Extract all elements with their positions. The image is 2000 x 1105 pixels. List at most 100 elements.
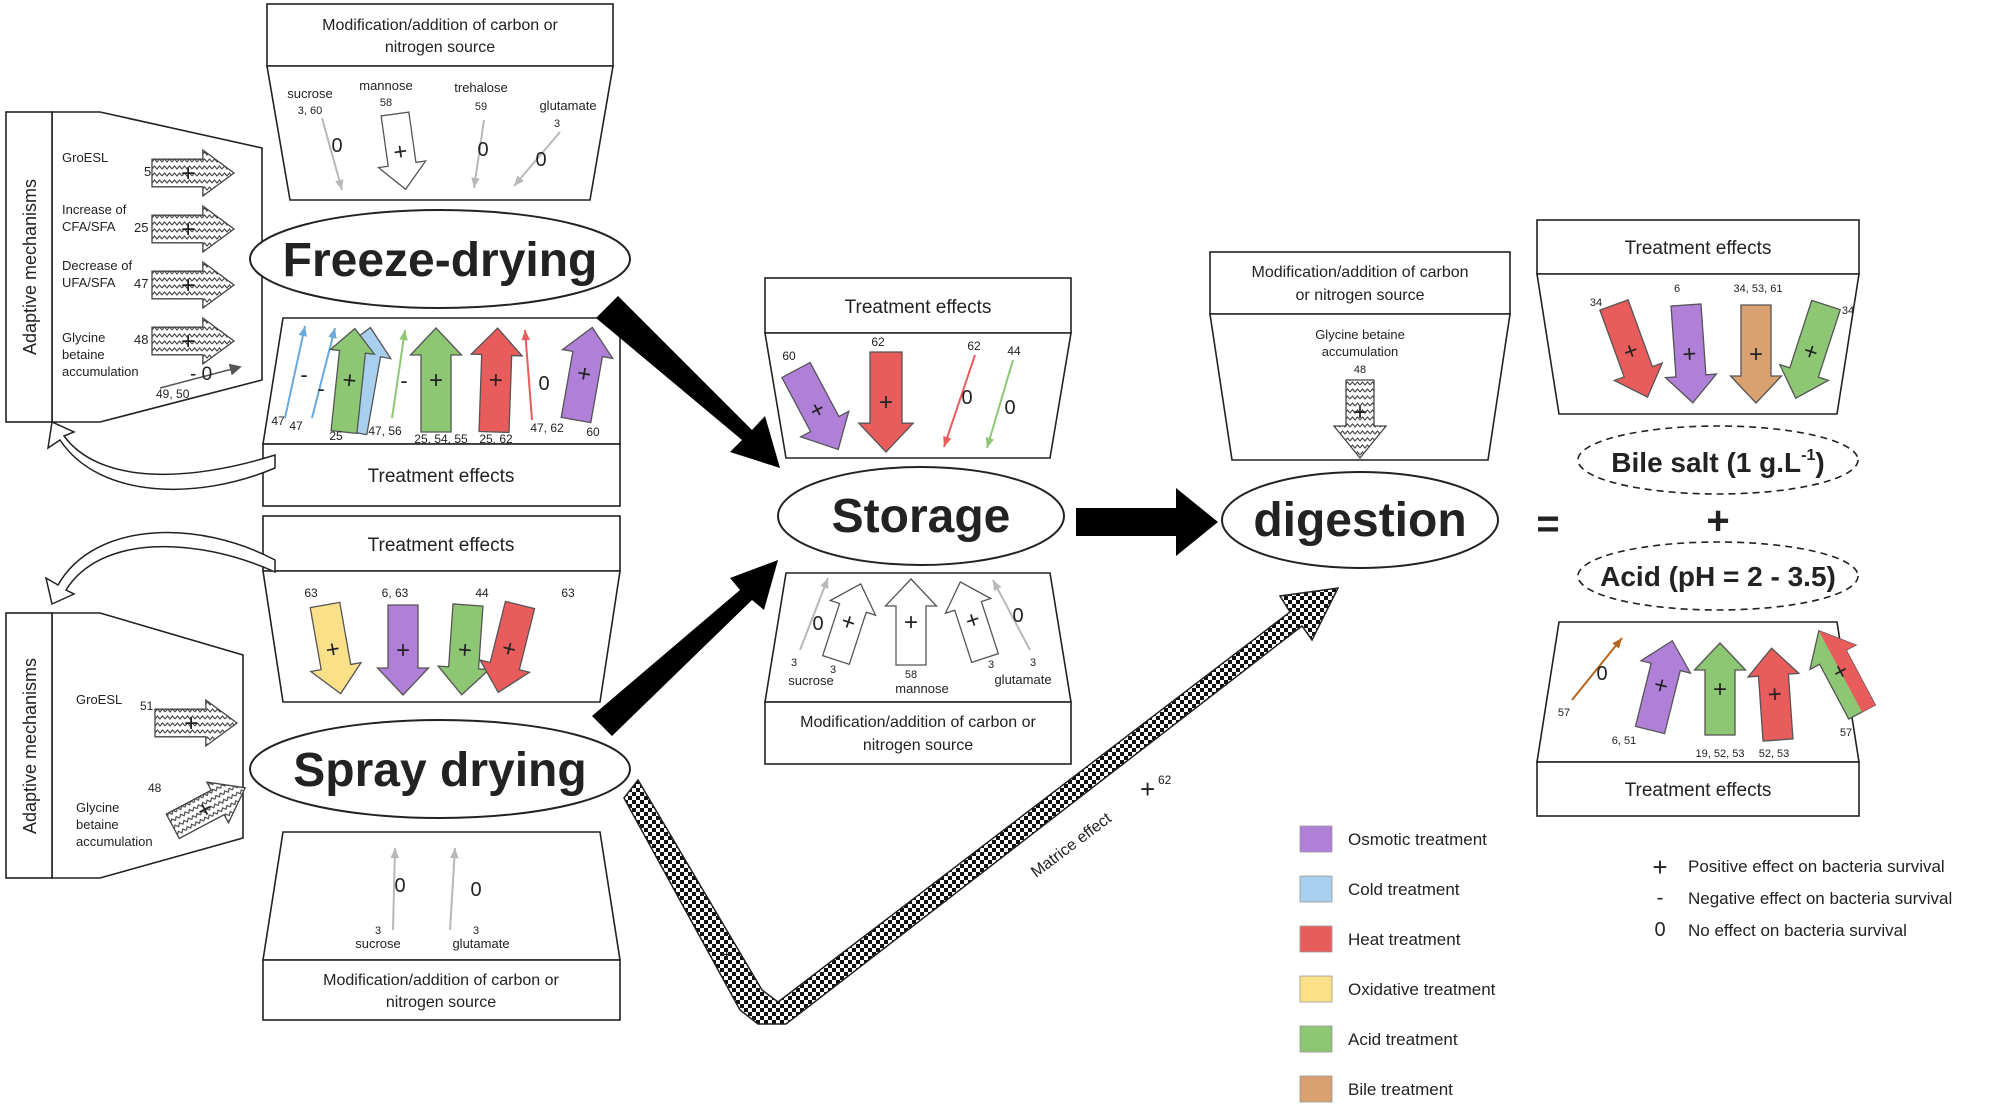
storage-treat-arrow <box>985 359 1014 449</box>
gi-bile-treat-arrow: + <box>1728 304 1784 404</box>
gi-bile-treat-arrow: + <box>1778 299 1842 400</box>
fd-carbon-arrow: + <box>376 111 428 191</box>
fd-treat-title: Treatment effects <box>368 466 515 487</box>
svg-text:+: + <box>1713 676 1727 703</box>
sd-adaptive-label-box <box>5 612 53 879</box>
fd-treat-ref: 25, 62 <box>479 432 513 446</box>
fd-treat-arrow: + <box>328 327 376 435</box>
storage-carbon-ref: 3 <box>791 657 797 669</box>
storage-treat-ref: 44 <box>1007 344 1021 358</box>
svg-text:+: + <box>1749 341 1763 368</box>
storage-carbon-ref: 3 <box>830 664 836 676</box>
gi-bile-treat-ref: 34, 53, 61 <box>1734 283 1783 295</box>
fd-adaptive-item-arrow: + <box>151 260 236 310</box>
svg-text:+: + <box>1682 340 1698 368</box>
process-arrows <box>592 296 1218 736</box>
sd-adaptive-item-ref: 48 <box>148 781 162 795</box>
legend-label: Heat treatment <box>1348 930 1461 949</box>
fd-adaptive-label: Adaptive mechanisms <box>20 179 40 355</box>
legend-swatch <box>1299 975 1333 1003</box>
fd-carbon-ref: 59 <box>475 101 487 113</box>
fd-treat-sign: - <box>400 368 407 393</box>
svg-text:+: + <box>904 609 918 636</box>
fd-carbon-name: glutamate <box>539 98 596 113</box>
fd-carbon-ref: 58 <box>380 97 392 109</box>
fd-adaptive-label-box <box>5 111 53 423</box>
fd-adaptive-item-arrow: + <box>151 316 236 366</box>
storage-carbon-ref: 3 <box>988 659 994 671</box>
dig-carbon-name: Glycine betaine <box>1315 327 1405 342</box>
gi-acid-treat-sign: 0 <box>1596 663 1607 685</box>
sd-to-storage-arrow <box>592 560 778 736</box>
svg-text:+: + <box>879 389 893 416</box>
gi-acid-treat-ref: 6, 51 <box>1612 735 1636 747</box>
effects-legend-symbol: + <box>1652 852 1667 882</box>
fd-treat-ref: 47, 56 <box>368 424 402 438</box>
legend-label: Acid treatment <box>1348 1030 1458 1049</box>
fd-adaptive-extra-arrow <box>159 363 242 389</box>
storage-carbon-title-2: nitrogen source <box>863 737 973 754</box>
gi-bile-title: Treatment effects <box>1625 238 1772 259</box>
svg-text:+: + <box>341 367 358 395</box>
storage-carbon-name: mannose <box>895 681 948 696</box>
sd-treat-ref: 63 <box>561 586 575 600</box>
stage-storage: Storage <box>832 490 1011 543</box>
fd-treat-arrow <box>391 329 408 419</box>
legend-swatch <box>1299 1075 1333 1103</box>
sd-carbon-name: glutamate <box>452 936 509 951</box>
svg-text:+: + <box>1353 399 1367 426</box>
svg-text:+: + <box>181 160 195 187</box>
feedback-arrows <box>44 420 276 606</box>
svg-text:+: + <box>1651 671 1671 701</box>
fd-treat-arrow: + <box>408 327 464 433</box>
svg-text:+: + <box>488 367 503 394</box>
fd-adaptive-item-label: accumulation <box>62 364 139 379</box>
sd-treat-title-box <box>262 515 621 572</box>
gi-bile-title-box <box>1536 219 1860 275</box>
legend-label: Cold treatment <box>1348 880 1460 899</box>
legend-label: Osmotic treatment <box>1348 830 1487 849</box>
fd-treat-ref: 60 <box>586 425 600 439</box>
gi-bile-treat-arrow: + <box>1663 303 1718 404</box>
dig-carbon-arrow: + <box>1332 379 1388 460</box>
sd-treat-arrow: + <box>478 600 536 694</box>
sd-carbon-panel <box>262 831 621 961</box>
effects-legend-symbol: 0 <box>1654 919 1665 941</box>
svg-text:+: + <box>392 138 410 167</box>
storage-to-digestion-arrow <box>1076 488 1218 556</box>
sd-treat-ref: 44 <box>475 586 489 600</box>
storage-treat-sign: 0 <box>961 387 972 409</box>
sd-adaptive-item-ref: 51 <box>140 699 154 713</box>
fd-carbon-ref: 3, 60 <box>298 105 322 117</box>
fd-adaptive-item-label: UFA/SFA <box>62 275 116 290</box>
fd-adaptive-extra-ref: 49, 50 <box>156 387 190 401</box>
storage-carbon-ref: 3 <box>1030 657 1036 669</box>
svg-text:+: + <box>1767 681 1783 709</box>
storage-treat-ref: 62 <box>871 335 885 349</box>
effects-legend-label: No effect on bacteria survival <box>1688 921 1907 940</box>
acid-label: Acid (pH = 2 - 3.5) <box>1600 561 1836 592</box>
storage-carbon-name: glutamate <box>994 672 1051 687</box>
sd-carbon-arrow <box>390 847 400 931</box>
sd-carbon-sign: 0 <box>394 875 405 897</box>
svg-text:+: + <box>181 328 195 355</box>
dig-carbon-title-1: Modification/addition of carbon <box>1251 264 1468 281</box>
matrice-effect-sign: + <box>1140 774 1155 804</box>
storage-treat-title: Treatment effects <box>845 297 992 318</box>
fd-adaptive-item-label: CFA/SFA <box>62 219 116 234</box>
svg-text:+: + <box>181 216 195 243</box>
fd-treat-arrow: + <box>469 327 524 434</box>
gi-acid-treat-ref: 57 <box>1558 707 1570 719</box>
fd-treat-sign: - <box>317 376 324 401</box>
gi-acid-treat-arrow: + <box>1808 629 1877 720</box>
fd-carbon-title-2: nitrogen source <box>385 39 495 56</box>
storage-carbon-arrow: + <box>883 578 939 666</box>
sd-treat-arrow: + <box>436 603 491 696</box>
gi-acid-title-box <box>1536 761 1860 817</box>
fd-treat-ref: 25, 54, 55 <box>414 432 468 446</box>
fd-carbon-sign: 0 <box>331 135 342 157</box>
fd-treat-ref: 47, 62 <box>530 421 564 435</box>
gi-acid-treat-arrow <box>1571 637 1623 701</box>
sd-carbon-name: sucrose <box>355 936 401 951</box>
